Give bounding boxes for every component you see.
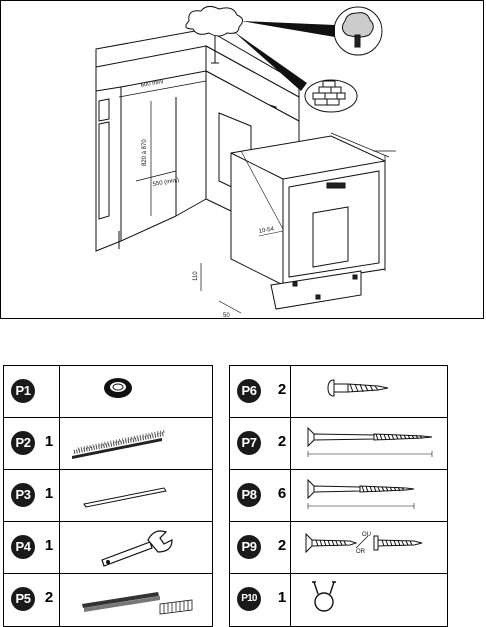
dim-small-c-label: 50 — [223, 313, 230, 319]
part-quantity: 1 — [44, 485, 54, 502]
part-row-p7: P7 2 — [230, 418, 447, 470]
part-code-badge: P1 — [11, 379, 35, 403]
part-quantity: 2 — [277, 381, 287, 398]
part-quantity: 2 — [277, 537, 287, 554]
part-code-badge: P3 — [11, 483, 35, 507]
or-label-top: OU — [362, 532, 371, 538]
part-code-badge: P2 — [11, 431, 35, 455]
dim-height-label: 820 à 870 — [142, 139, 148, 166]
part-row-p8: P8 6 — [230, 470, 447, 522]
part-code-badge: P5 — [11, 587, 35, 611]
part-code-badge: P8 — [237, 483, 261, 507]
parts-table-right: P6 2 P7 2 P8 6 — [229, 365, 448, 627]
medium-screw-icon — [307, 478, 415, 509]
wrench-icon — [101, 530, 173, 567]
part-code-badge: P9 — [237, 535, 261, 559]
part-quantity: 6 — [277, 485, 287, 502]
part-row-p1: P1 — [4, 366, 212, 418]
long-screw-icon — [307, 426, 433, 457]
dim-width-label: 600 mini — [140, 79, 163, 89]
part-quantity: 1 — [277, 589, 287, 606]
rail-strip-icon — [83, 487, 167, 508]
part-code-badge: P4 — [11, 535, 35, 559]
short-screw-icon — [327, 379, 389, 397]
or-label-bottom: OR — [356, 549, 366, 555]
part-row-p4: P4 1 — [4, 522, 212, 574]
part-row-p9: P9 2 OU OR — [230, 522, 447, 574]
part-code-badge: P7 — [237, 431, 261, 455]
part-quantity: 2 — [44, 589, 54, 606]
installation-illustration: 600 mini 820 à 870 550 (mini) 10-54 110 … — [95, 5, 396, 319]
dim-small-b-label: 110 — [193, 271, 199, 281]
part-quantity: 1 — [44, 433, 54, 450]
part-row-p2: P2 1 — [4, 418, 212, 470]
part-row-p10: P10 1 — [230, 574, 447, 626]
part-row-p6: P6 2 — [230, 366, 447, 418]
ring-grommet-icon — [104, 378, 132, 398]
part-code-badge: P10 — [237, 587, 261, 611]
brush-strip-icon — [72, 429, 167, 459]
parts-table-left: P1 P2 1 P3 1 P4 1 — [3, 365, 213, 627]
part-row-p3: P3 1 — [4, 470, 212, 522]
installation-diagram: 600 mini 820 à 870 550 (mini) 10-54 110 … — [0, 0, 484, 319]
part-quantity: 2 — [277, 433, 287, 450]
part-quantity: 1 — [44, 537, 54, 554]
dim-small-a-label: 10-54 — [258, 226, 275, 235]
clip-ring-icon — [312, 581, 336, 612]
part-code-badge: P6 — [237, 379, 261, 403]
dim-depth-label: 550 (mini) — [152, 177, 179, 188]
adhesive-strips-icon — [82, 592, 193, 615]
part-row-p5: P5 2 — [4, 574, 212, 626]
screw-pair-icon: OU OR — [305, 532, 423, 555]
